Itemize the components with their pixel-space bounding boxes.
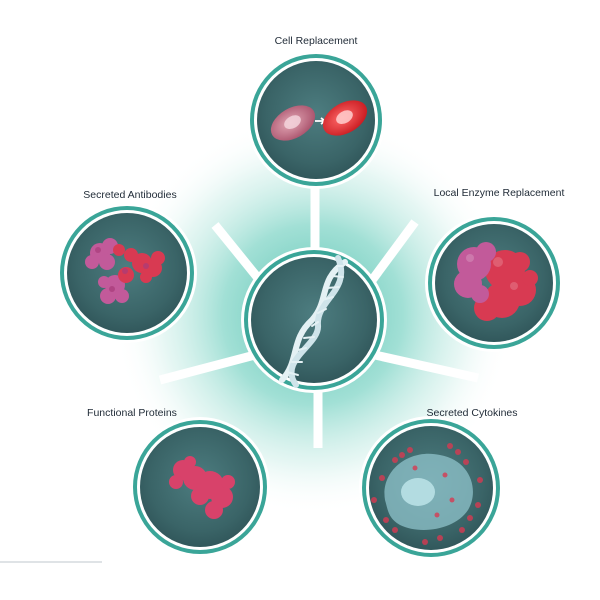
dna-double-helix-icon	[279, 255, 348, 388]
label-secreted-cytokines: Secreted Cytokines	[426, 407, 518, 419]
spoke-to-secreted-cytokines	[374, 350, 479, 383]
label-cell-replacement: Cell Replacement	[274, 35, 358, 47]
red-blood-cell-icon	[270, 100, 368, 141]
cytokine-cell-icon	[371, 443, 483, 545]
node-cell-replacement	[247, 51, 385, 189]
node-secreted-cytokines	[359, 416, 503, 560]
node-functional-proteins	[130, 417, 270, 557]
node-secreted-antibodies	[57, 203, 197, 343]
spoke-to-secreted-antibodies	[211, 222, 266, 286]
enzyme-protein-icon	[454, 242, 538, 321]
center-node	[241, 247, 387, 393]
label-secreted-antibodies: Secreted Antibodies	[83, 189, 177, 201]
connector-spokes	[158, 184, 479, 448]
label-functional-proteins: Functional Proteins	[87, 407, 177, 419]
antibody-icon	[85, 238, 165, 304]
label-local-enzyme-replacement: Local Enzyme Replacement	[433, 187, 565, 199]
node-local-enzyme-replacement	[425, 214, 563, 352]
functional-protein-icon	[169, 456, 235, 519]
spoke-to-local-enzyme	[366, 219, 419, 286]
spoke-to-functional-proteins	[158, 350, 257, 385]
